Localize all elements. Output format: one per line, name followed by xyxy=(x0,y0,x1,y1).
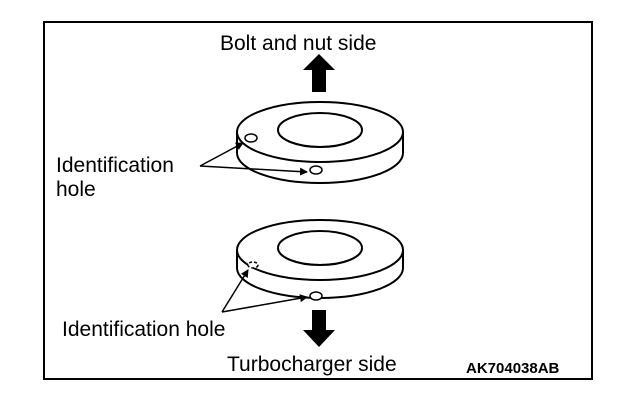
identification-hole-upper-side xyxy=(309,165,323,175)
figure-frame xyxy=(43,21,593,380)
label-identification-lower: Identification hole xyxy=(62,318,225,341)
figure-code: AK704038AB xyxy=(466,360,560,377)
identification-hole-lower-left xyxy=(247,261,259,269)
identification-hole-upper-top xyxy=(244,133,258,143)
label-bolt-and-nut-side: Bolt and nut side xyxy=(220,32,376,55)
arrow-up-icon xyxy=(303,54,335,92)
arrow-down-icon xyxy=(303,310,335,347)
identification-hole-lower-bottom xyxy=(309,291,323,301)
washer-lower xyxy=(236,219,404,301)
leader-lines-upper xyxy=(199,142,308,176)
label-identification-upper-1: Identification xyxy=(56,154,174,177)
label-turbocharger-side: Turbocharger side xyxy=(227,353,397,376)
label-identification-upper-2: hole xyxy=(56,178,96,201)
leader-lines-lower xyxy=(221,269,308,313)
washer-upper xyxy=(236,101,404,184)
